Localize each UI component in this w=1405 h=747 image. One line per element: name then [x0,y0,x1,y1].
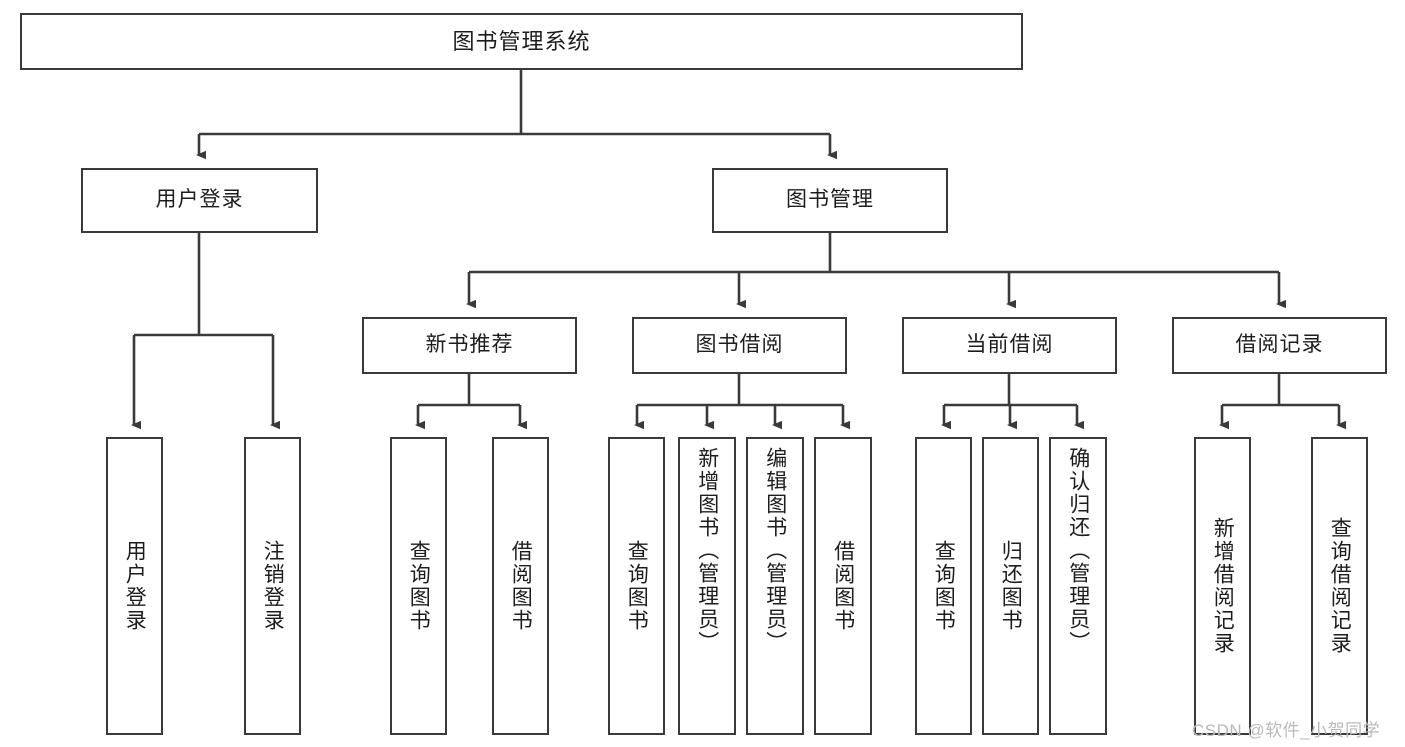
node-label: 用户登录 [123,540,147,632]
node-current-borrow[interactable]: 当前借阅 [902,317,1117,374]
leaf-query-book-1[interactable]: 查询图书 [390,437,447,735]
node-new-book-recommend[interactable]: 新书推荐 [362,317,577,374]
node-label: 图书借阅 [695,333,784,357]
leaf-logout[interactable]: 注销登录 [244,437,301,735]
node-user-login[interactable]: 用户登录 [81,168,318,233]
node-label: 图书管理 [786,188,874,212]
node-label: 归还图书 [999,540,1023,632]
node-label: 查询图书 [932,540,956,632]
watermark-text: CSDN @软件_小贺同学 [1192,721,1381,740]
node-label: 新增图书（管理员） [695,447,719,654]
leaf-borrow-book-2[interactable]: 借阅图书 [814,437,872,735]
node-label: 图书管理系统 [452,28,591,54]
leaf-user-login[interactable]: 用户登录 [106,437,163,735]
leaf-return-book[interactable]: 归还图书 [982,437,1039,735]
leaf-query-book-3[interactable]: 查询图书 [915,437,972,735]
leaf-add-record[interactable]: 新增借阅记录 [1194,437,1251,735]
node-label: 确认归还（管理员） [1066,447,1090,654]
leaf-edit-book[interactable]: 编辑图书（管理员） [746,437,804,735]
node-label: 注销登录 [261,540,285,632]
node-label: 查询图书 [407,540,431,632]
node-book-borrow[interactable]: 图书借阅 [632,317,847,374]
node-root-system[interactable]: 图书管理系统 [20,13,1023,70]
node-label: 查询图书 [625,540,649,632]
node-label: 用户登录 [155,188,244,212]
node-label: 当前借阅 [965,333,1054,357]
node-label: 借阅图书 [509,540,533,632]
node-book-management[interactable]: 图书管理 [712,168,948,233]
leaf-query-record[interactable]: 查询借阅记录 [1311,437,1368,735]
node-label: 借阅图书 [831,540,855,632]
node-label: 查询借阅记录 [1328,517,1352,655]
node-borrow-record[interactable]: 借阅记录 [1172,317,1387,374]
leaf-borrow-book-1[interactable]: 借阅图书 [492,437,549,735]
node-label: 新书推荐 [425,333,514,357]
leaf-query-book-2[interactable]: 查询图书 [608,437,665,735]
node-label: 借阅记录 [1235,333,1324,357]
node-label: 编辑图书（管理员） [763,447,787,654]
leaf-confirm-return[interactable]: 确认归还（管理员） [1049,437,1107,735]
node-label: 新增借阅记录 [1211,517,1235,655]
leaf-add-book[interactable]: 新增图书（管理员） [678,437,736,735]
